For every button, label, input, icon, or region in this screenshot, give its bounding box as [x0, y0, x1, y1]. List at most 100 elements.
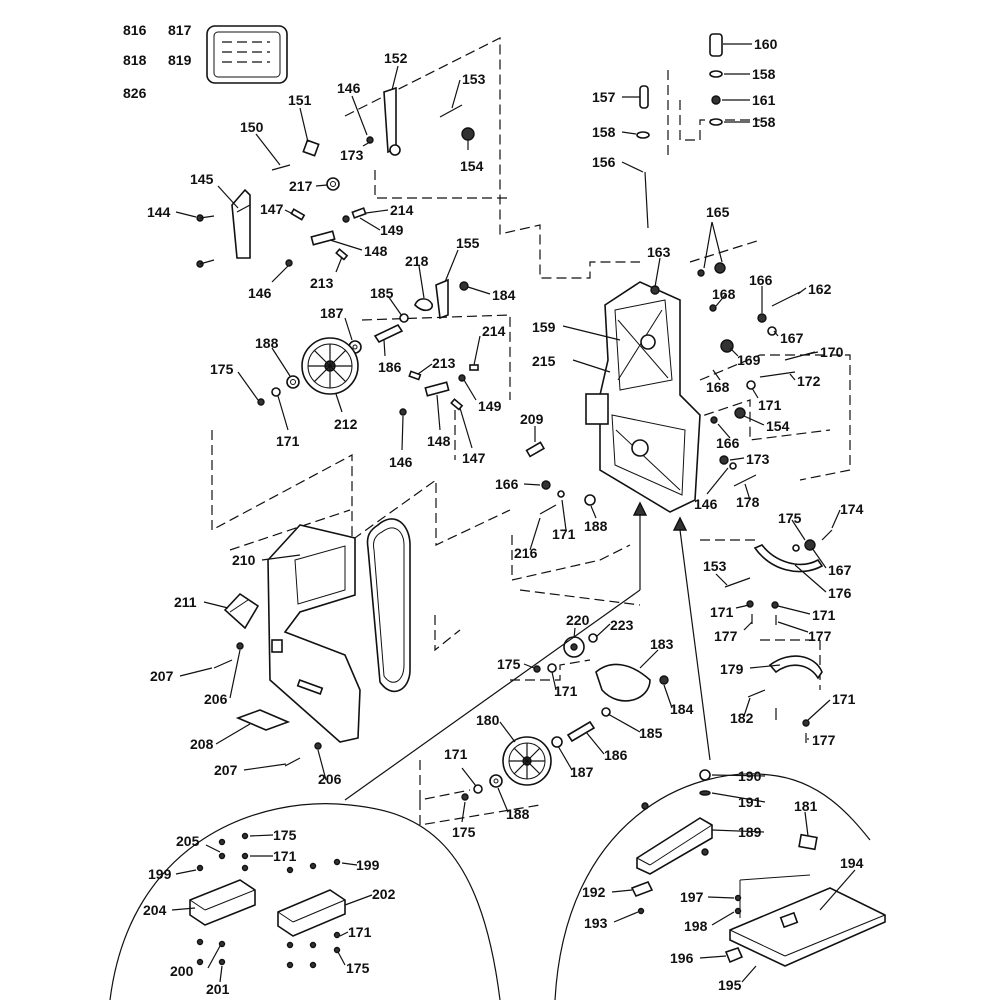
callout-label: 169	[737, 352, 761, 368]
callout-label: 166	[716, 435, 740, 451]
callout-label: 149	[380, 222, 404, 238]
band-saw-blade	[366, 518, 411, 693]
callout-label: 177	[812, 732, 836, 748]
callout-label: 211	[174, 594, 197, 610]
detail-table-assembly	[630, 769, 886, 967]
small-hardware-parts	[196, 104, 596, 515]
callout-label: 207	[150, 668, 174, 684]
callout-label: 171	[276, 433, 300, 449]
callout-label: 162	[808, 281, 832, 297]
callout-label: 156	[592, 154, 616, 170]
callout-label: 188	[255, 335, 279, 351]
callout-label: 184	[492, 287, 516, 303]
callout-label: 198	[684, 918, 708, 934]
callout-label: 197	[680, 889, 704, 905]
callout-label: 185	[639, 725, 663, 741]
callout-label: 177	[714, 628, 738, 644]
callout-label: 186	[378, 359, 402, 375]
detail-pointers	[109, 501, 871, 1000]
callout-label: 187	[320, 305, 344, 321]
callout-label: 210	[232, 552, 256, 568]
callout-label: 223	[610, 617, 634, 633]
upper-blade-guide-bracket	[383, 86, 401, 156]
header-label: 817	[168, 22, 192, 38]
callout-label: 148	[364, 243, 388, 259]
callout-label: 146	[694, 496, 718, 512]
callout-label: 208	[190, 736, 214, 752]
callout-label: 183	[650, 636, 674, 652]
header-label: 826	[123, 85, 147, 101]
callout-label: 206	[204, 691, 228, 707]
callout-label: 204	[143, 902, 167, 918]
callout-label: 215	[532, 353, 556, 369]
callout-label: 209	[520, 411, 544, 427]
callout-label: 163	[647, 244, 671, 260]
callout-label: 217	[289, 178, 313, 194]
callout-label: 207	[214, 762, 238, 778]
callout-label: 154	[766, 418, 790, 434]
table-trunnions	[724, 529, 833, 743]
callout-label: 167	[780, 330, 804, 346]
callout-label: 201	[206, 981, 230, 997]
callout-label: 175	[778, 510, 802, 526]
header-labels: 816 817 818 819 826	[123, 22, 192, 101]
callout-label: 195	[718, 977, 742, 993]
guide-post	[231, 188, 251, 259]
saw-frame-casting	[585, 281, 701, 513]
callout-label: 160	[754, 36, 778, 52]
callout-label: 171	[832, 691, 856, 707]
callout-label: 175	[452, 824, 476, 840]
callout-label: 151	[288, 92, 312, 108]
callout-label: 147	[462, 450, 486, 466]
callout-label: 166	[749, 272, 773, 288]
callout-label: 159	[532, 319, 556, 335]
callout-label: 171	[273, 848, 297, 864]
callout-label: 168	[712, 286, 736, 302]
callout-label: 188	[584, 518, 608, 534]
callout-label: 153	[462, 71, 486, 87]
callout-label: 171	[710, 604, 734, 620]
wheel-cover	[213, 524, 361, 767]
callout-label: 171	[758, 397, 782, 413]
callout-label: 146	[389, 454, 413, 470]
callout-label: 150	[240, 119, 264, 135]
callout-label: 188	[506, 806, 530, 822]
header-label: 819	[168, 52, 192, 68]
callout-label: 175	[346, 960, 370, 976]
callout-label: 213	[310, 275, 334, 291]
callout-label: 220	[566, 612, 590, 628]
callout-label: 191	[738, 794, 762, 810]
part-callouts: 160 158 161 158 157 158 156 152 153 146 …	[143, 36, 864, 997]
assembly-lines	[211, 37, 851, 826]
callout-label: 145	[190, 171, 214, 187]
callout-label: 175	[497, 656, 521, 672]
callout-label: 158	[752, 114, 776, 130]
callout-label: 168	[706, 379, 730, 395]
callout-label: 167	[828, 562, 852, 578]
header-label: 818	[123, 52, 147, 68]
callout-label: 193	[584, 915, 608, 931]
callout-label: 171	[812, 607, 836, 623]
callout-label: 152	[384, 50, 408, 66]
callout-label: 192	[582, 884, 606, 900]
callout-label: 199	[356, 857, 380, 873]
callout-label: 182	[730, 710, 754, 726]
callout-label: 200	[170, 963, 194, 979]
manual-document-icon	[206, 25, 288, 84]
callout-label: 216	[514, 545, 538, 561]
callout-label: 153	[703, 558, 727, 574]
callout-label: 202	[372, 886, 396, 902]
callout-label: 171	[554, 683, 578, 699]
callout-label: 171	[348, 924, 372, 940]
callout-label: 181	[794, 798, 818, 814]
callout-label: 178	[736, 494, 760, 510]
callout-label: 172	[797, 373, 821, 389]
callout-label: 158	[752, 66, 776, 82]
callout-label: 185	[370, 285, 394, 301]
callout-label: 157	[592, 89, 616, 105]
callout-label: 158	[592, 124, 616, 140]
callout-label: 184	[670, 701, 694, 717]
callout-label: 173	[340, 147, 364, 163]
callout-label: 155	[456, 235, 480, 251]
